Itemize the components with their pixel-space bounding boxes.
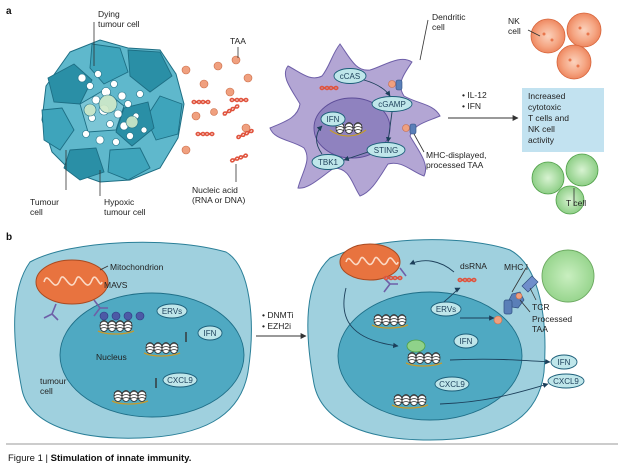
nucleus-label: Nucleus — [96, 352, 127, 362]
processed-taa-label: Processed TAA — [532, 314, 575, 334]
t-cells — [531, 153, 599, 215]
tbk1-pill: TBK1 — [311, 154, 345, 170]
left-tumour-cell-label: tumour cell — [40, 376, 69, 396]
nk-cell-label: NK cell — [508, 16, 522, 36]
right-mitochondrion — [339, 243, 401, 281]
left-ervs-pill: ERVs — [156, 303, 188, 319]
panel-a-tag: a — [6, 6, 12, 17]
svg-text:IFN: IFN — [558, 358, 571, 367]
svg-text:CXCL9: CXCL9 — [167, 376, 193, 385]
mitochondrion-label: Mitochondrion — [110, 262, 164, 272]
secretion-arrows — [439, 315, 551, 405]
tumour-cluster — [41, 39, 185, 183]
caption-prefix: Figure 1 | — [8, 453, 51, 464]
dendritic-cell — [269, 43, 441, 197]
right-t-cell — [541, 249, 595, 303]
svg-text:cCAS: cCAS — [340, 72, 360, 81]
svg-text:STING: STING — [374, 146, 398, 155]
nk-pointer — [527, 29, 541, 37]
svg-text:IFN: IFN — [204, 329, 217, 338]
t-cell-label: T cell — [566, 198, 586, 208]
processed-taa-pointer — [519, 299, 531, 313]
mhc-i-label: MHC I — [504, 262, 528, 272]
svg-text:ERVs: ERVs — [436, 305, 456, 314]
cgamp-pill: cGAMP — [371, 96, 413, 112]
svg-text:IFN: IFN — [327, 115, 340, 124]
tumour-cell-label: Tumour cell — [30, 197, 61, 217]
mavs-label: MAVS — [104, 280, 128, 290]
cytokines-label: • IL-12 • IFN — [462, 90, 489, 111]
ccas-pill: cCAS — [333, 68, 367, 84]
dendritic-cell-label: Dendritic cell — [432, 12, 468, 32]
sting-pill: STING — [366, 142, 406, 158]
taa-particles — [181, 55, 253, 155]
mhc-pointer — [413, 133, 425, 153]
dying-tumour-cell-label: Dying tumour cell — [98, 9, 140, 29]
panel-b-tag: b — [6, 232, 12, 243]
right-ervs-pill: ERVs — [430, 301, 462, 317]
pathway-arrows-a — [316, 79, 393, 162]
right-ifn-pill: IFN — [453, 333, 479, 349]
mhc-displayed-label: MHC-displayed, processed TAA — [426, 150, 489, 170]
hypoxic-tumour-cell-label: Hypoxic tumour cell — [104, 197, 146, 217]
left-cxcl9-chromatin — [112, 378, 157, 404]
svg-text:CXCL9: CXCL9 — [439, 380, 465, 389]
effect-box — [522, 88, 604, 152]
left-ervs-chromatin — [98, 311, 145, 334]
left-cxcl9-pill: CXCL9 — [162, 372, 198, 388]
svg-text:CXCL9: CXCL9 — [553, 377, 579, 386]
mhc-i-pointer — [511, 267, 527, 293]
svg-text:ERVs: ERVs — [162, 307, 182, 316]
secreted-ifn-pill: IFN — [550, 354, 578, 370]
mhc-tcr-complex — [503, 275, 539, 315]
nucleic-acid-label: Nucleic acid (RNA or DNA) — [192, 185, 246, 205]
left-ifn-chromatin — [144, 332, 187, 356]
left-mavs — [43, 299, 108, 321]
drugs-label: • DNMTi • EZH2i — [262, 310, 296, 331]
right-ifn-chromatin — [406, 339, 442, 366]
mito-pointer — [99, 265, 109, 271]
right-cxcl9-pill: CXCL9 — [434, 376, 470, 392]
dsrna-label: dsRNA — [460, 261, 487, 271]
svg-text:IFN: IFN — [460, 337, 473, 346]
processed-taa-dot — [493, 315, 503, 325]
svg-text:TBK1: TBK1 — [318, 158, 339, 167]
dendritic-pointer — [419, 19, 429, 61]
tcr-pointer — [529, 287, 537, 301]
svg-text:cGAMP: cGAMP — [378, 100, 406, 109]
left-ifn-pill: IFN — [197, 325, 223, 341]
figure-caption: Figure 1 | Stimulation of innate immunit… — [8, 453, 191, 464]
nk-cells — [530, 12, 602, 80]
taa-label: TAA — [230, 36, 246, 46]
effect-box-text: Increased cytotoxic T cells and NK cell … — [528, 91, 571, 145]
secreted-cxcl9-pill: CXCL9 — [547, 373, 585, 389]
caption-title: Stimulation of innate immunity. — [50, 453, 192, 464]
tcr-label: TCR — [532, 302, 549, 312]
ifn-pill-a: IFN — [320, 111, 346, 127]
left-mitochondrion — [35, 259, 109, 305]
